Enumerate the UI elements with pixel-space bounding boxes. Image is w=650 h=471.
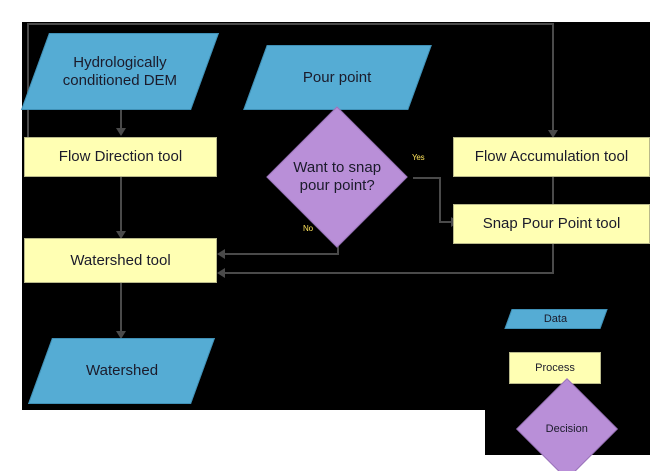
node-label: Hydrologically conditioned DEM	[62, 53, 178, 89]
connector-to-flowaccum	[552, 23, 554, 133]
node-pour-point[interactable]: Pour point	[243, 45, 432, 110]
connector-snaptool-h	[225, 272, 554, 274]
legend-item-process: Process	[509, 352, 601, 384]
node-label: Watershed	[85, 362, 158, 380]
node-label: Flow Direction tool	[58, 148, 183, 166]
node-label: Watershed tool	[70, 251, 171, 269]
node-flow-direction-tool[interactable]: Flow Direction tool	[24, 137, 217, 177]
legend-label: Decision	[545, 422, 589, 435]
node-flow-accumulation-tool[interactable]: Flow Accumulation tool	[453, 137, 650, 177]
node-hydrologically-conditioned-dem[interactable]: Hydrologically conditioned DEM	[20, 33, 220, 110]
node-label: Flow Accumulation tool	[474, 148, 629, 166]
arrowhead-watershed-data	[116, 331, 126, 339]
node-watershed[interactable]: Watershed	[27, 338, 216, 404]
connector-yes-in	[439, 221, 453, 223]
connector-watershedtool-watershed	[120, 283, 122, 333]
legend-item-decision: Decision	[487, 378, 647, 471]
connector-no-h	[225, 253, 339, 255]
node-watershed-tool[interactable]: Watershed tool	[24, 238, 217, 283]
arrowhead-watershed-right-lower	[217, 268, 225, 278]
connector-flowaccum-snaptool	[552, 177, 554, 213]
edge-label-yes: Yes	[412, 153, 425, 162]
connector-snaptool-v	[552, 244, 554, 274]
connector-top-rail	[27, 23, 554, 25]
node-want-to-snap-pour-point[interactable]: Want to snap pour point?	[237, 106, 437, 248]
arrowhead-watershed-top	[116, 231, 126, 239]
legend-label: Data	[544, 312, 568, 325]
legend-label: Process	[535, 361, 575, 374]
connector-yes-h	[413, 177, 441, 179]
arrowhead-watershed-right-upper	[217, 249, 225, 259]
connector-yes-v	[439, 177, 441, 223]
arrowhead-flowaccum	[548, 130, 558, 138]
connector-dem-flowdir	[120, 110, 122, 130]
arrowhead-flowdir	[116, 128, 126, 136]
node-snap-pour-point-tool[interactable]: Snap Pour Point tool	[453, 204, 650, 244]
connector-flowdir-watershed	[120, 177, 122, 233]
node-label: Snap Pour Point tool	[482, 215, 621, 233]
node-label: Pour point	[303, 68, 372, 86]
node-label: Want to snap pour point?	[293, 159, 381, 194]
edge-label-no: No	[303, 224, 313, 233]
legend-item-data: Data	[504, 309, 608, 329]
